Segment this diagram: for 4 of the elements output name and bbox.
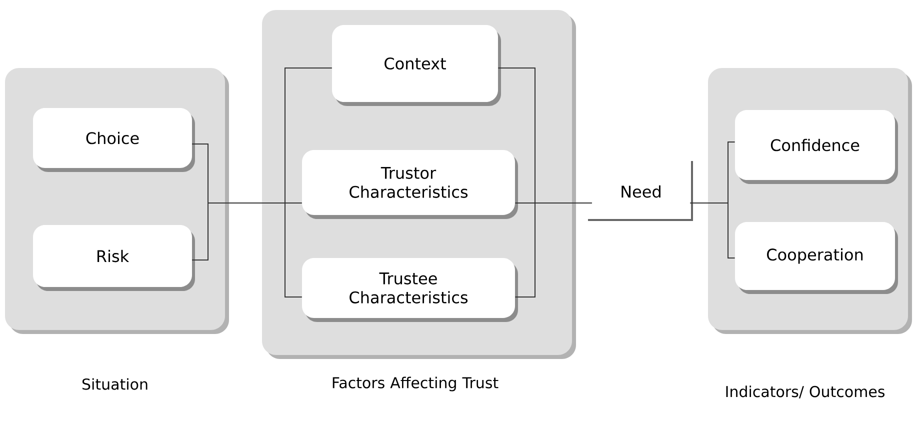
- label-box: Need: [588, 161, 693, 221]
- panel-heading: Factors Affecting Trust: [332, 376, 498, 392]
- panel-heading: Situation: [82, 378, 148, 390]
- panel-heading: Indicators/ Outcomes: [726, 386, 884, 398]
